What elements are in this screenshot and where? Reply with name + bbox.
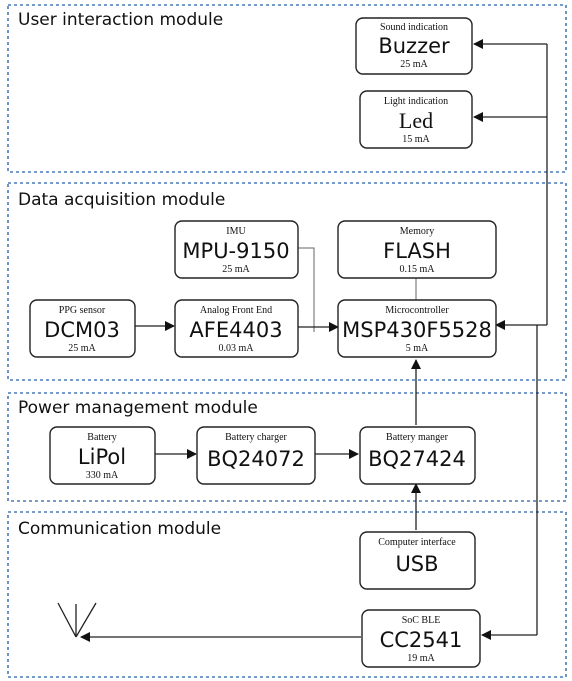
ble-current: 19 mA bbox=[407, 653, 435, 664]
antenna-icon bbox=[57, 602, 97, 638]
power-management-module-frame bbox=[7, 392, 567, 502]
ppg-label: PPG sensor bbox=[59, 305, 106, 316]
manager-name: BQ27424 bbox=[368, 447, 466, 471]
ppg-name: DCM03 bbox=[44, 318, 120, 342]
imu-label: IMU bbox=[226, 226, 246, 237]
manager-label: Battery manger bbox=[386, 432, 449, 443]
ppg-current: 25 mA bbox=[68, 343, 96, 354]
battery-charger-block: Battery charger BQ24072 bbox=[196, 426, 316, 485]
power-management-module-title: Power management module bbox=[18, 398, 258, 418]
communication-module-title: Communication module bbox=[18, 519, 221, 539]
imu-current: 25 mA bbox=[222, 264, 250, 275]
buzzer-block: Sound indication Buzzer 25 mA bbox=[355, 17, 473, 75]
flash-label: Memory bbox=[400, 226, 434, 237]
mcu-label: Microcontroller bbox=[385, 305, 449, 316]
usb-label: Computer interface bbox=[378, 537, 456, 548]
charger-name: BQ24072 bbox=[207, 447, 305, 471]
flash-current: 0.15 mA bbox=[400, 264, 436, 275]
imu-block: IMU MPU-9150 25 mA bbox=[174, 220, 299, 279]
mcu-name: MSP430F5528 bbox=[342, 318, 492, 342]
battery-manager-block: Battery manger BQ27424 bbox=[359, 426, 476, 485]
buzzer-label: Sound indication bbox=[380, 22, 448, 33]
battery-current: 330 mA bbox=[86, 470, 119, 481]
battery-name: LiPol bbox=[78, 445, 126, 469]
imu-to-mcu-line bbox=[298, 247, 315, 332]
led-block: Light indication Led 15 mA bbox=[359, 90, 473, 149]
flash-block: Memory FLASH 0.15 mA bbox=[337, 220, 497, 279]
flash-name: FLASH bbox=[383, 239, 451, 263]
buzzer-current: 25 mA bbox=[400, 59, 428, 70]
microcontroller-block: Microcontroller MSP430F5528 5 mA bbox=[337, 299, 497, 358]
data-acquisition-module-title: Data acquisition module bbox=[18, 190, 225, 210]
communication-module-frame bbox=[7, 511, 567, 678]
afe-name: AFE4403 bbox=[189, 318, 282, 342]
afe-block: Analog Front End AFE4403 0.03 mA bbox=[174, 299, 299, 358]
imu-name: MPU-9150 bbox=[182, 239, 289, 263]
ble-name: CC2541 bbox=[380, 628, 463, 652]
user-interaction-module-frame bbox=[7, 4, 567, 173]
battery-block: Battery LiPol 330 mA bbox=[49, 426, 156, 485]
usb-name: USB bbox=[395, 552, 438, 576]
data-acquisition-module-frame bbox=[7, 182, 567, 381]
battery-label: Battery bbox=[87, 432, 116, 443]
soc-ble-block: SoC BLE CC2541 19 mA bbox=[361, 609, 481, 668]
ppg-sensor-block: PPG sensor DCM03 25 mA bbox=[29, 299, 136, 358]
led-name: Led bbox=[399, 108, 433, 133]
user-interaction-module-title: User interaction module bbox=[18, 10, 223, 30]
usb-block: Computer interface USB bbox=[359, 531, 476, 590]
afe-label: Analog Front End bbox=[200, 305, 272, 316]
ble-label: SoC BLE bbox=[402, 615, 441, 626]
mcu-current: 5 mA bbox=[406, 343, 429, 354]
led-label: Light indication bbox=[384, 96, 448, 107]
led-current: 15 mA bbox=[402, 134, 430, 145]
afe-current: 0.03 mA bbox=[219, 343, 255, 354]
charger-label: Battery charger bbox=[225, 432, 287, 443]
buzzer-name: Buzzer bbox=[378, 34, 450, 58]
